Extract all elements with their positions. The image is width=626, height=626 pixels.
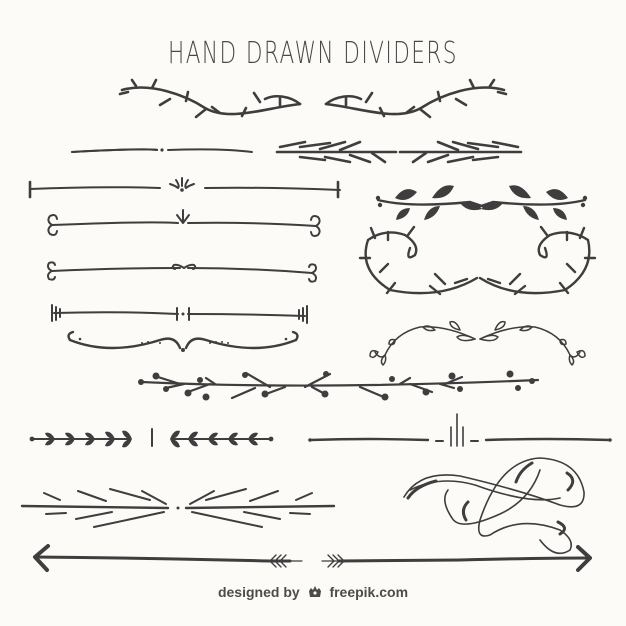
credit-brand-link[interactable]: freepik.com (329, 584, 409, 600)
divider-infinity-flourish (403, 457, 585, 555)
divider-berry-branch (138, 370, 540, 401)
freepik-crown-logo-icon (308, 586, 321, 597)
divider-thin-line-dot-center (71, 148, 253, 153)
credit-line: designed by freepik.com (0, 584, 626, 600)
divider-loop-petal-vines (369, 320, 586, 366)
divider-laurel-leaf-pair (29, 428, 274, 448)
divider-curly-heart-vines (358, 225, 597, 296)
divider-radiating-lines (20, 488, 336, 528)
page-title: HAND DRAWN DIVIDERS (168, 36, 458, 71)
divider-vine-branches-pair (118, 78, 508, 119)
divider-double-arrow (33, 544, 592, 572)
divider-scroll-end-arrow-center (47, 209, 321, 237)
divider-cross-end-fleur-center (28, 177, 341, 199)
divider-swash-dotted-line (67, 330, 299, 352)
credit-prefix: designed by (217, 584, 300, 600)
divider-solid-leaf-vines (375, 185, 588, 220)
divider-tick-end-line (51, 304, 308, 324)
divider-ticks-center-line (308, 413, 612, 447)
divider-curl-end-heart-center (47, 261, 317, 283)
divider-chevron-leaf-branch (275, 140, 523, 164)
